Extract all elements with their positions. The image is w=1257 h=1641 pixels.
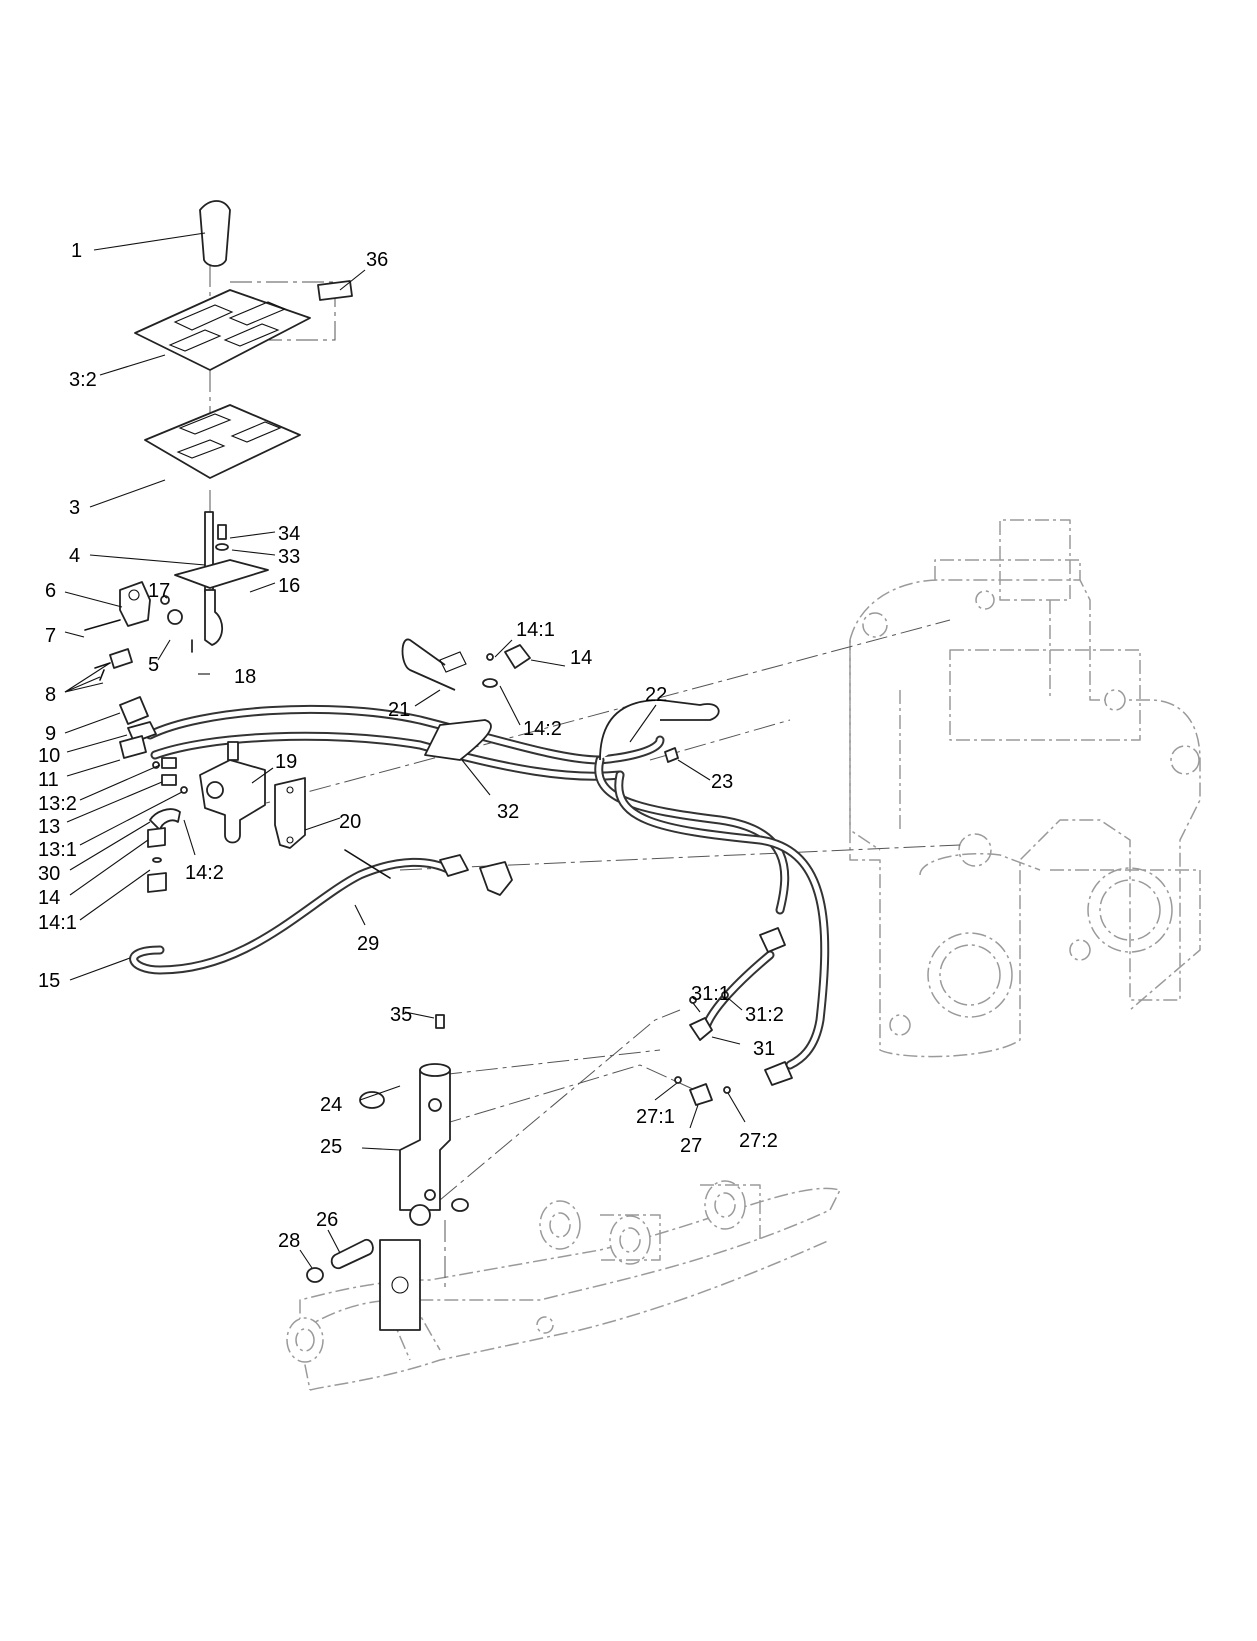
callout-21: 21 <box>388 699 410 721</box>
cap-icon <box>317 280 353 301</box>
small-bracket-8 <box>109 648 133 669</box>
bolt-23 <box>664 747 679 763</box>
callout-27-2: 27:2 <box>739 1130 778 1152</box>
o-ring-24 <box>359 1091 385 1109</box>
callout-14-1a: 14:1 <box>516 619 555 641</box>
clevis-pin-26 <box>330 1238 374 1270</box>
fitting-11 <box>119 735 147 759</box>
callout-3-2: 3:2 <box>69 369 97 391</box>
callout-26: 26 <box>316 1209 338 1231</box>
callout-27-1: 27:1 <box>636 1106 675 1128</box>
mount-plate <box>274 777 306 849</box>
callout-24: 24 <box>320 1094 342 1116</box>
tube-21 <box>401 638 456 691</box>
callout-32: 32 <box>497 801 519 823</box>
callout-22: 22 <box>645 684 667 706</box>
alignment-lines <box>209 265 961 1330</box>
callout-6: 6 <box>45 580 56 602</box>
callout-18: 18 <box>234 666 256 688</box>
callout-14-1b: 14:1 <box>38 912 77 934</box>
washer-5 <box>167 609 183 625</box>
callout-9: 9 <box>45 723 56 745</box>
washer-33 <box>215 543 229 551</box>
cover-plate-upper <box>134 289 311 371</box>
lever-bracket <box>174 559 269 589</box>
callout-35: 35 <box>390 1004 412 1026</box>
callout-30: 30 <box>38 863 60 885</box>
callout-5: 5 <box>148 654 159 676</box>
callout-3: 3 <box>69 497 80 519</box>
callout-4: 4 <box>69 545 80 567</box>
fitting-13-2 <box>161 757 177 769</box>
hydraulic-cylinder <box>399 1069 451 1211</box>
callout-15: 15 <box>38 970 60 992</box>
callout-10: 10 <box>38 745 60 767</box>
callout-16: 16 <box>278 575 300 597</box>
elbow-30 <box>149 808 181 831</box>
callout-20: 20 <box>339 811 361 833</box>
bolt-7 <box>84 619 121 631</box>
callout-36: 36 <box>366 249 388 271</box>
tractor-frame-ghost <box>849 519 1201 1058</box>
callout-13: 13 <box>38 816 60 838</box>
clip-32 <box>424 719 492 761</box>
callout-7: 7 <box>45 625 56 647</box>
callout-28: 28 <box>278 1230 300 1252</box>
callout-34: 34 <box>278 523 300 545</box>
control-valve <box>199 759 266 844</box>
grease-fitting-35 <box>435 1014 445 1029</box>
callout-25: 25 <box>320 1136 342 1158</box>
callout-14-2a: 14:2 <box>523 718 562 740</box>
callout-33: 33 <box>278 546 300 568</box>
fitting-27 <box>689 1083 713 1106</box>
tube-22 <box>599 699 720 761</box>
cover-plate-lower <box>144 404 301 479</box>
callout-19: 19 <box>275 751 297 773</box>
callout-29: 29 <box>357 933 379 955</box>
callout-31-2: 31:2 <box>745 1004 784 1026</box>
callout-14b: 14 <box>38 887 60 909</box>
callout-13-2: 13:2 <box>38 793 77 815</box>
callout-8: 8 <box>45 684 56 706</box>
callout-13-1: 13:1 <box>38 839 77 861</box>
fitting-13 <box>161 774 177 786</box>
callout-1: 1 <box>71 240 82 262</box>
hose-end-fitting <box>439 854 469 877</box>
clamp-9 <box>119 696 149 725</box>
axle-ghost <box>286 1180 841 1391</box>
shift-knob-icon <box>199 200 231 267</box>
callout-14-2b: 14:2 <box>185 862 224 884</box>
fitting-14-lower <box>147 827 166 848</box>
callout-27: 27 <box>680 1135 702 1157</box>
callout-17: 17 <box>148 580 170 602</box>
washer-31-2 <box>721 991 729 999</box>
callout-11: 11 <box>38 769 59 791</box>
washer-27-2 <box>723 1086 731 1094</box>
bolt-34 <box>217 524 227 540</box>
washer-27-1 <box>674 1076 682 1084</box>
leader-lines <box>64 232 746 1269</box>
callout-14a: 14 <box>570 647 592 669</box>
fitting-14-upper <box>504 644 531 669</box>
snap-ring-28 <box>306 1267 324 1283</box>
pivot-block <box>119 581 151 627</box>
callout-31: 31 <box>753 1038 775 1060</box>
callout-31-1: 31:1 <box>691 983 730 1005</box>
parts <box>84 200 793 1331</box>
callout-23: 23 <box>711 771 733 793</box>
callout-labels: 1 36 3:2 3 4 34 33 16 6 17 7 5 18 8 14:1… <box>38 240 784 1252</box>
elbow-31 <box>689 1017 713 1041</box>
bolt-29 <box>344 849 391 879</box>
